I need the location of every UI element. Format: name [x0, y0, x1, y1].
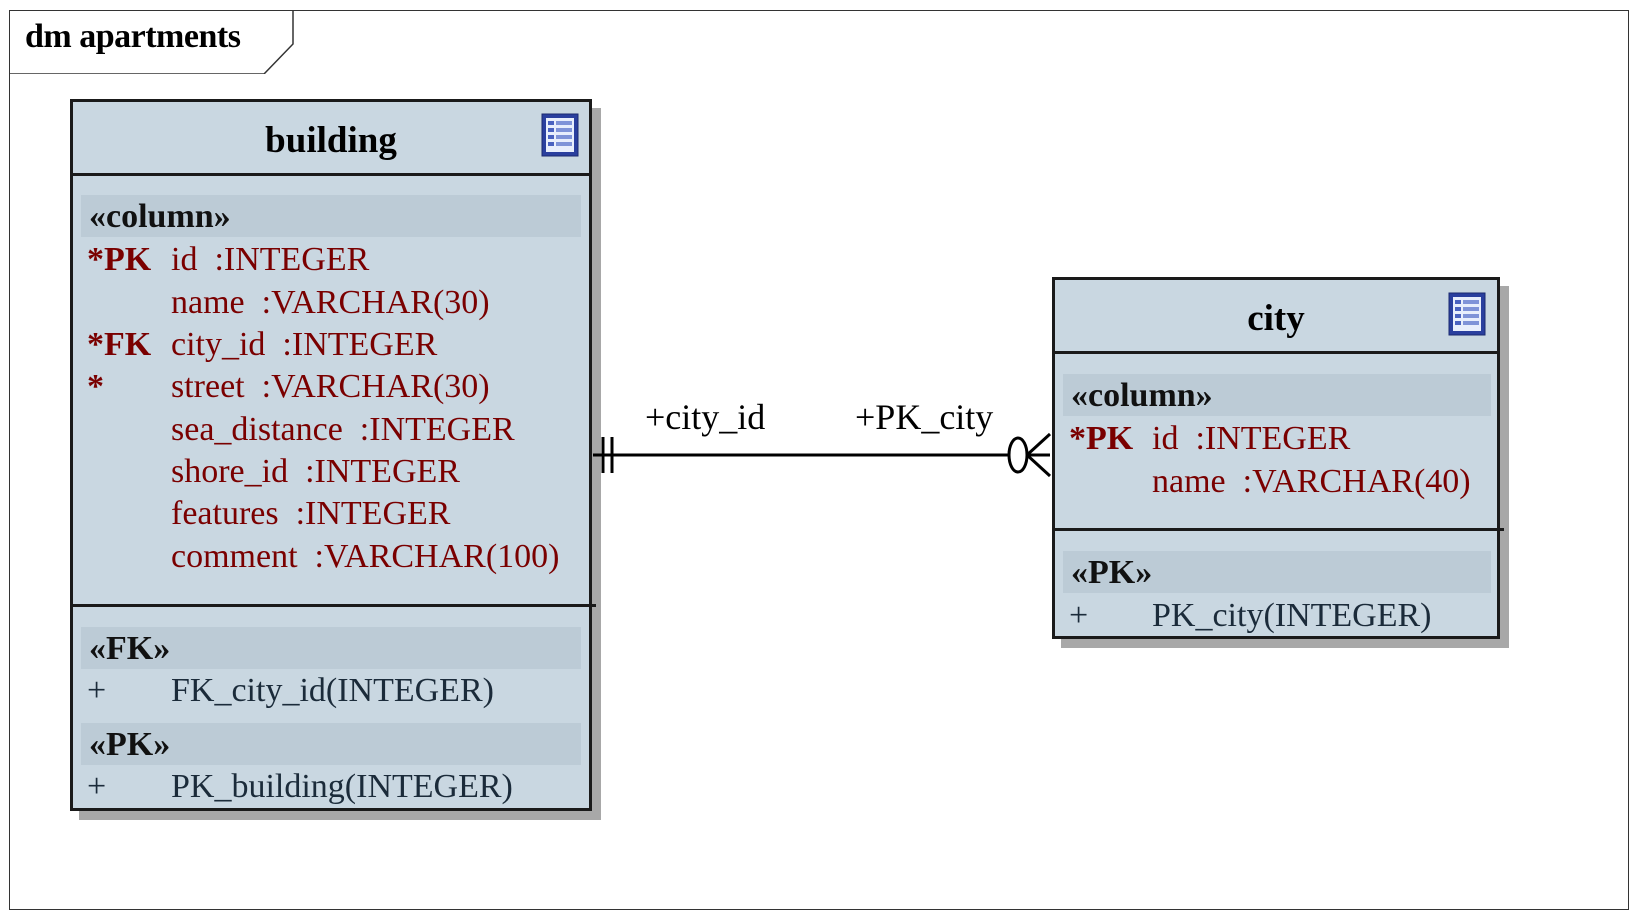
stereotype-band — [1063, 551, 1491, 593]
header-divider — [1052, 351, 1500, 354]
pk-operation[interactable]: PK_building(INTEGER) — [171, 768, 513, 805]
stereotype-band — [81, 723, 581, 765]
crowfoot-marker — [1025, 432, 1052, 457]
column-flag: * — [87, 368, 104, 405]
table-icon — [1448, 292, 1486, 336]
column-flag: *PK — [87, 241, 152, 278]
crowfoot-marker — [1025, 453, 1052, 478]
table-city[interactable]: city «column» *PK id :INTEGER name :VARC… — [1052, 277, 1504, 639]
source-role-label: +city_id — [645, 397, 766, 437]
stereotype-band — [81, 627, 581, 669]
visibility-marker: + — [87, 768, 107, 805]
table-icon — [541, 113, 579, 157]
column-row[interactable]: name :VARCHAR(40) — [1152, 463, 1471, 500]
column-row[interactable]: city_id :INTEGER — [171, 326, 438, 363]
fk-operation[interactable]: FK_city_id(INTEGER) — [171, 672, 494, 709]
column-row[interactable]: id :INTEGER — [171, 241, 370, 278]
header-divider — [70, 173, 592, 176]
column-row[interactable]: features :INTEGER — [171, 495, 451, 532]
column-row[interactable]: comment :VARCHAR(100) — [171, 538, 560, 575]
zero-marker — [1007, 436, 1029, 474]
table-building[interactable]: building «column» *PK id :INTEGER name :… — [70, 99, 596, 811]
diagram-title: dm apartments — [25, 18, 241, 55]
stereotype-band — [81, 195, 581, 237]
column-flag: *PK — [1069, 420, 1134, 457]
column-flag: *FK — [87, 326, 152, 363]
section-divider — [1052, 528, 1504, 531]
table-name: city — [1247, 298, 1305, 339]
column-row[interactable]: id :INTEGER — [1152, 420, 1351, 457]
column-stereotype: «column» — [89, 198, 231, 235]
diagram-frame — [9, 10, 1629, 910]
pk-stereotype: «PK» — [1071, 554, 1153, 591]
table-name: building — [265, 120, 397, 161]
column-row[interactable]: name :VARCHAR(30) — [171, 284, 490, 321]
pk-operation[interactable]: PK_city(INTEGER) — [1152, 597, 1432, 634]
column-stereotype: «column» — [1071, 377, 1213, 414]
target-role-label: +PK_city — [855, 397, 994, 437]
column-row[interactable]: sea_distance :INTEGER — [171, 411, 515, 448]
column-row[interactable]: street :VARCHAR(30) — [171, 368, 490, 405]
frame-title-tab — [9, 10, 294, 74]
fk-stereotype: «FK» — [89, 630, 171, 667]
stereotype-band — [1063, 374, 1491, 416]
section-divider — [70, 604, 596, 607]
pk-stereotype: «PK» — [89, 726, 171, 763]
column-row[interactable]: shore_id :INTEGER — [171, 453, 460, 490]
visibility-marker: + — [1069, 597, 1089, 634]
visibility-marker: + — [87, 672, 107, 709]
